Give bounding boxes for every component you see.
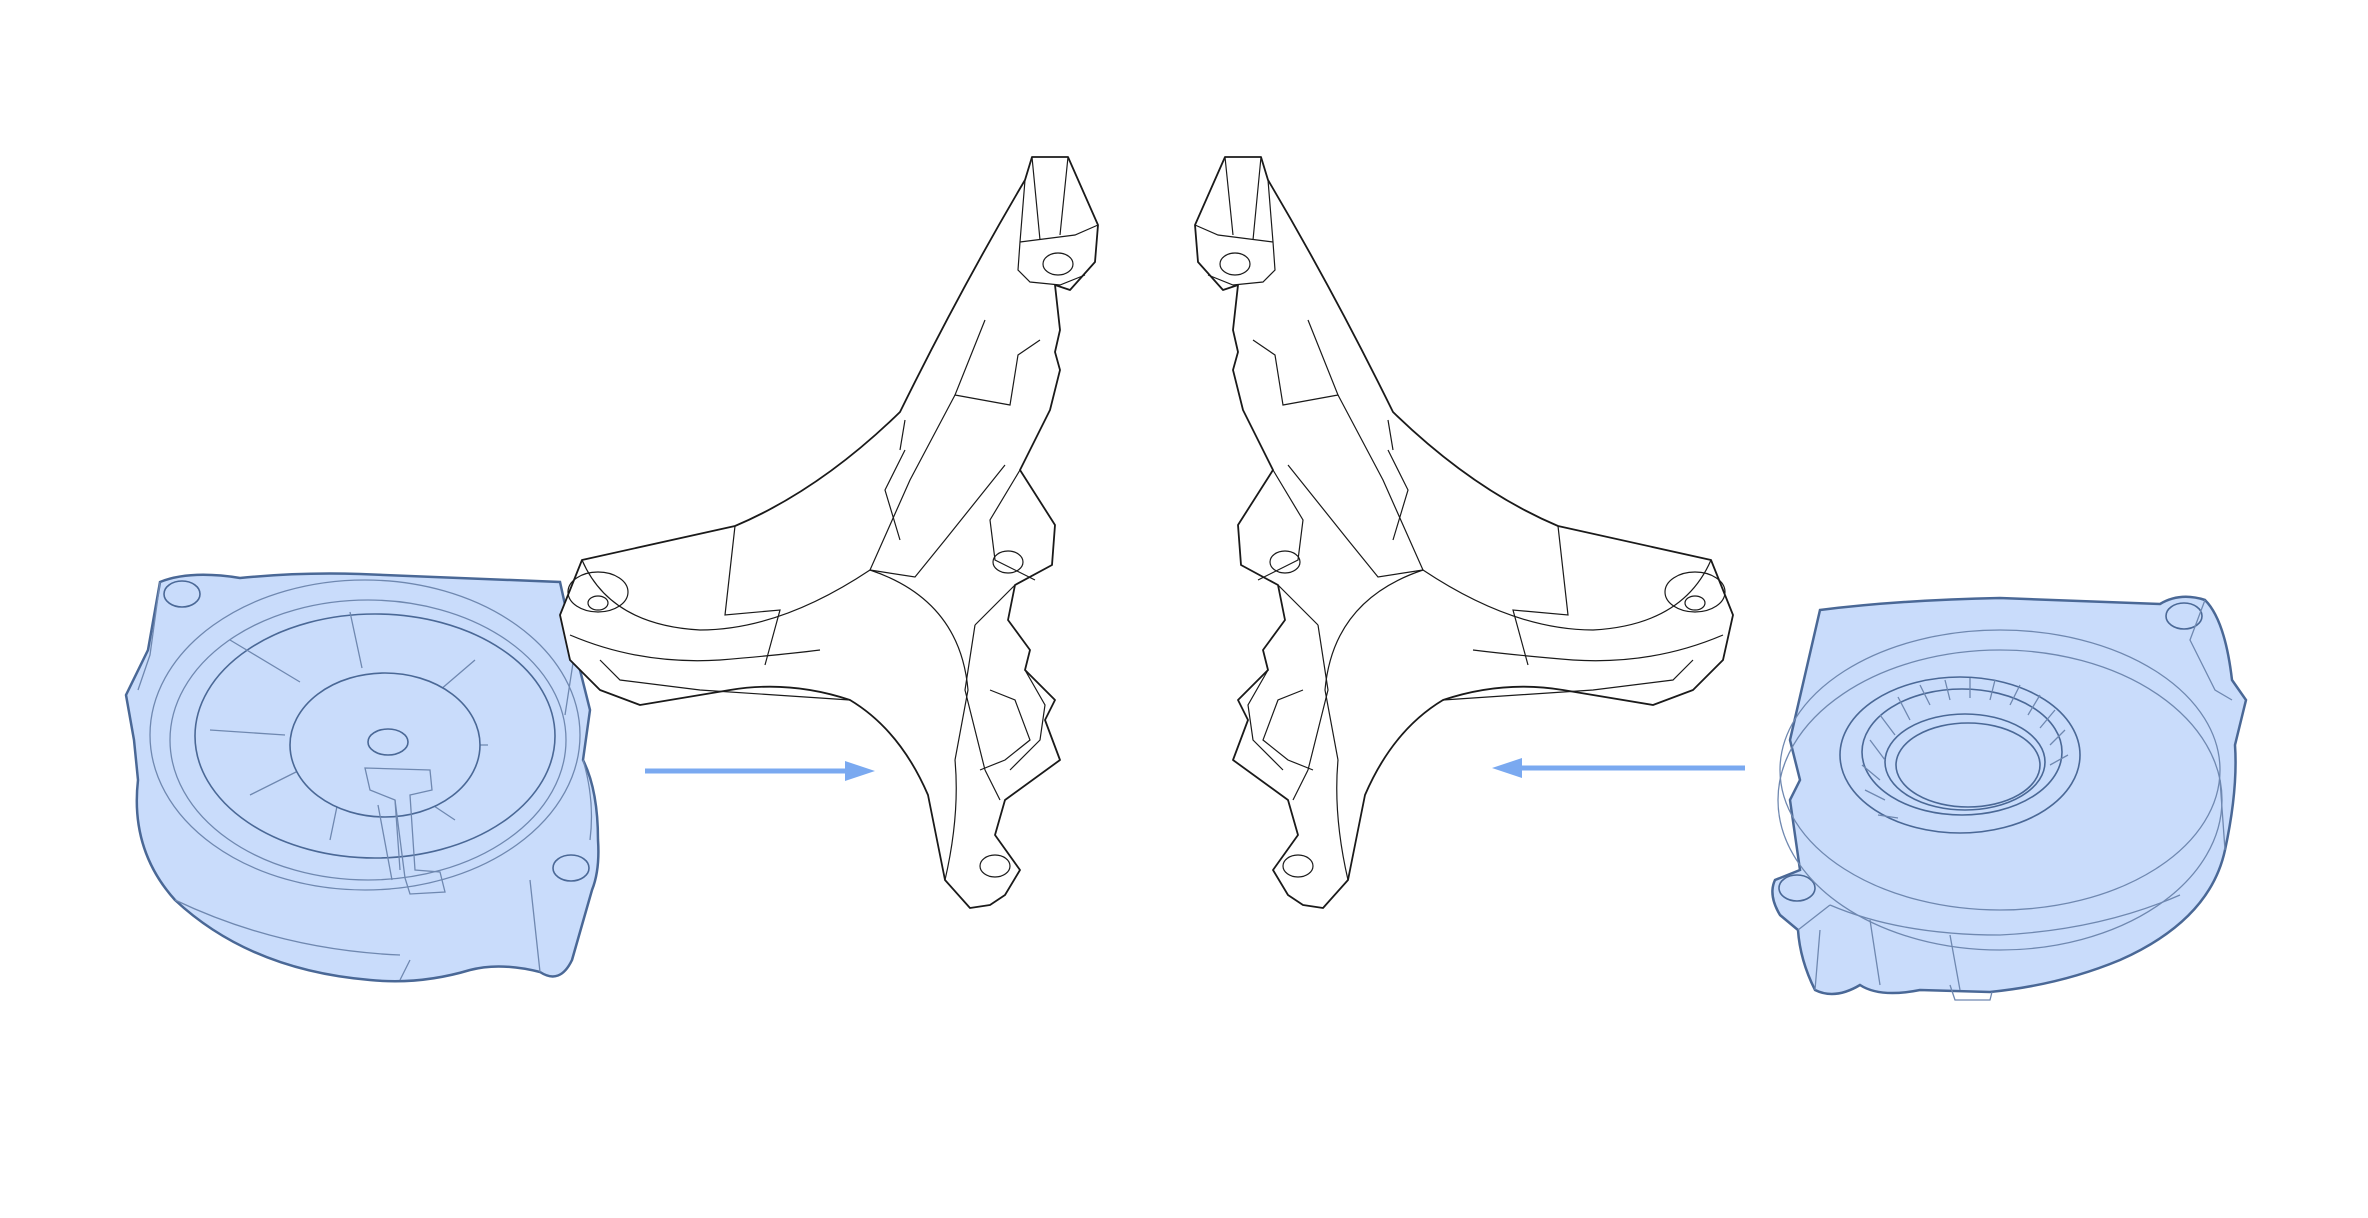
right-blower-fan [1771,595,2248,1001]
arrow-right-icon [645,761,875,781]
left-blower-fan [124,572,600,983]
arrow-left-icon [1492,758,1745,778]
fan-duct-right [1194,156,1734,909]
fan-duct-left [559,156,1099,909]
